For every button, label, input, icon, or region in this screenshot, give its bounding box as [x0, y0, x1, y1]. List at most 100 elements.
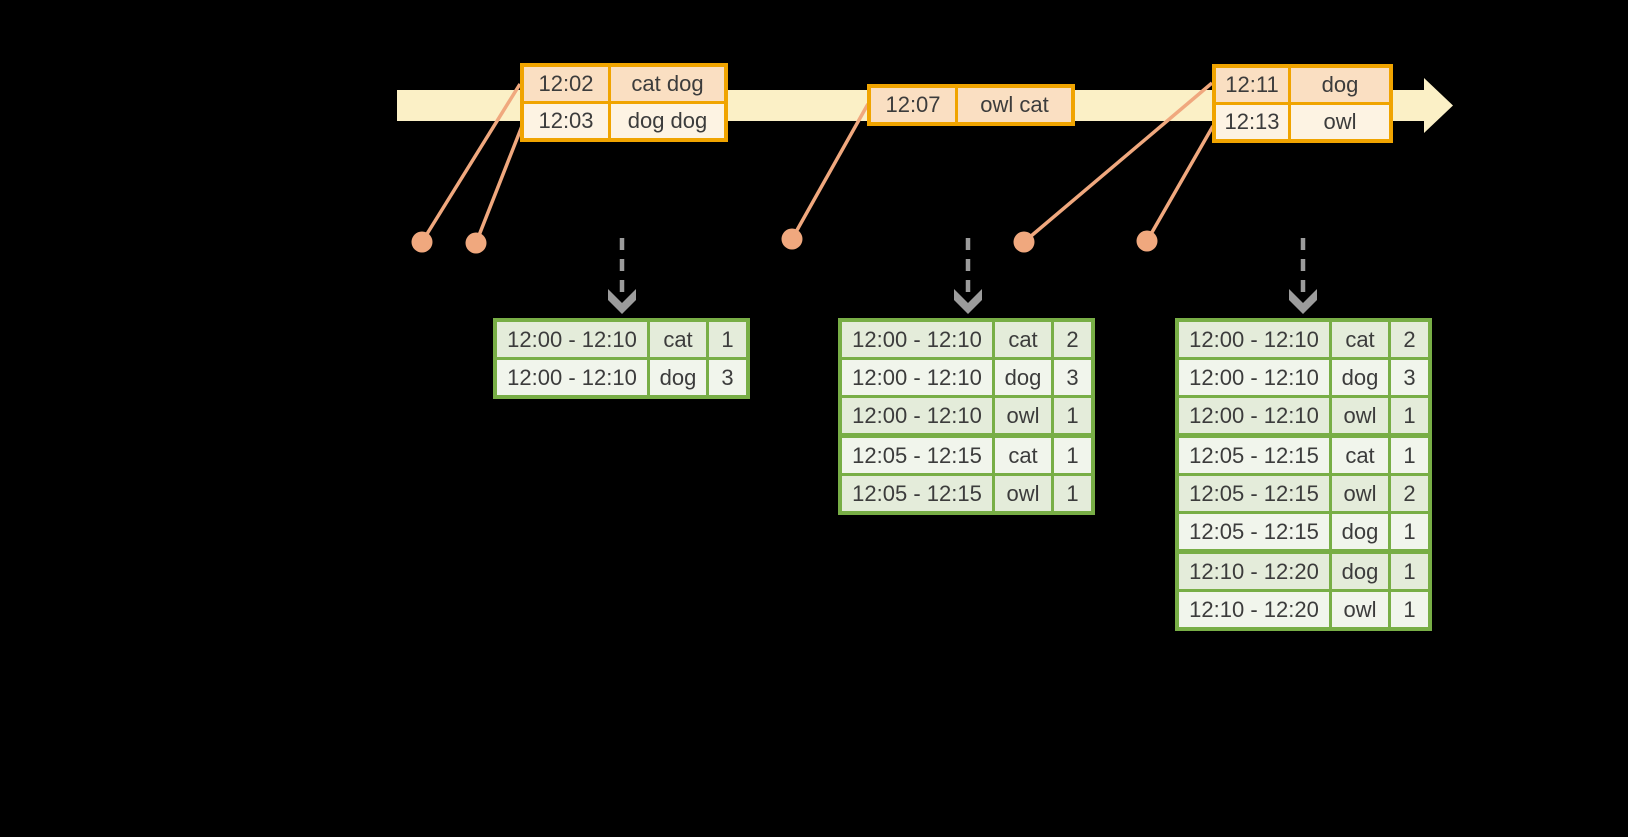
result-word-cell: cat — [995, 322, 1051, 357]
event-time-cell: 12:07 — [871, 88, 955, 122]
event-time-cell: 12:13 — [1216, 105, 1288, 139]
result-window-cell: 12:10 - 12:20 — [1179, 592, 1329, 627]
event-connector-line — [790, 103, 870, 240]
trigger-arrowhead-icon — [954, 289, 982, 314]
event-markers — [411, 228, 1158, 254]
result-window-cell: 12:00 - 12:10 — [1179, 398, 1329, 433]
result-window-cell: 12:00 - 12:10 — [842, 322, 992, 357]
result-word-cell: dog — [1332, 554, 1388, 589]
result-window-cell: 12:05 - 12:15 — [842, 438, 992, 473]
result-window-cell: 12:00 - 12:10 — [1179, 360, 1329, 395]
result-window-cell: 12:00 - 12:10 — [842, 360, 992, 395]
event-dot-icon — [781, 228, 803, 250]
event-connector-line — [420, 83, 522, 243]
timeline-arrow-head-icon — [1424, 78, 1453, 133]
result-count-cell: 3 — [1054, 360, 1091, 395]
event-connector-line — [474, 125, 524, 244]
event-time-cell: 12:11 — [1216, 68, 1288, 102]
result-word-cell: dog — [995, 360, 1051, 395]
event-connector-line — [1022, 81, 1214, 244]
result-window-cell: 12:00 - 12:10 — [842, 398, 992, 433]
result-word-cell: owl — [995, 398, 1051, 433]
result-word-cell: dog — [650, 360, 706, 395]
event-words-cell: owl cat — [958, 88, 1071, 122]
result-count-cell: 2 — [1391, 322, 1428, 357]
result-count-cell: 1 — [1391, 438, 1428, 473]
event-dot-icon — [465, 232, 487, 254]
event-dot-icon — [1013, 231, 1035, 253]
result-word-cell: owl — [1332, 398, 1388, 433]
result-count-cell: 3 — [1391, 360, 1428, 395]
result-window-cell: 12:00 - 12:10 — [497, 322, 647, 357]
result-count-cell: 1 — [1054, 398, 1091, 433]
result-window-cell: 12:05 - 12:15 — [1179, 514, 1329, 549]
result-count-cell: 1 — [1391, 514, 1428, 549]
result-window-cell: 12:05 - 12:15 — [1179, 438, 1329, 473]
event-words-cell: owl — [1291, 105, 1389, 139]
event-time-cell: 12:03 — [524, 104, 608, 138]
result-word-cell: owl — [1332, 592, 1388, 627]
result-window-cell: 12:10 - 12:20 — [1179, 554, 1329, 589]
result-word-cell: owl — [1332, 476, 1388, 511]
trigger-arrowhead-icon — [1289, 289, 1317, 314]
result-word-cell: dog — [1332, 514, 1388, 549]
event-dot-icon — [411, 231, 433, 253]
result-window-cell: 12:05 - 12:15 — [842, 476, 992, 511]
event-words-cell: dog dog — [611, 104, 724, 138]
result-word-cell: dog — [1332, 360, 1388, 395]
result-count-cell: 2 — [1391, 476, 1428, 511]
result-count-cell: 3 — [709, 360, 746, 395]
result-word-cell: cat — [1332, 438, 1388, 473]
event-words-cell: cat dog — [611, 67, 724, 101]
result-word-cell: cat — [995, 438, 1051, 473]
result-count-cell: 1 — [709, 322, 746, 357]
result-count-cell: 1 — [1391, 398, 1428, 433]
result-word-cell: cat — [650, 322, 706, 357]
event-connector-lines — [420, 81, 1215, 244]
result-window-cell: 12:00 - 12:10 — [1179, 322, 1329, 357]
result-word-cell: owl — [995, 476, 1051, 511]
result-count-cell: 2 — [1054, 322, 1091, 357]
trigger-arrowhead-icon — [608, 289, 636, 314]
event-words-cell: dog — [1291, 68, 1389, 102]
event-time-cell: 12:02 — [524, 67, 608, 101]
result-count-cell: 1 — [1391, 554, 1428, 589]
result-window-cell: 12:05 - 12:15 — [1179, 476, 1329, 511]
event-dot-icon — [1136, 230, 1158, 252]
result-count-cell: 1 — [1054, 438, 1091, 473]
event-connector-line — [1145, 125, 1215, 242]
trigger-arrows — [608, 238, 1317, 314]
result-count-cell: 1 — [1054, 476, 1091, 511]
result-word-cell: cat — [1332, 322, 1388, 357]
